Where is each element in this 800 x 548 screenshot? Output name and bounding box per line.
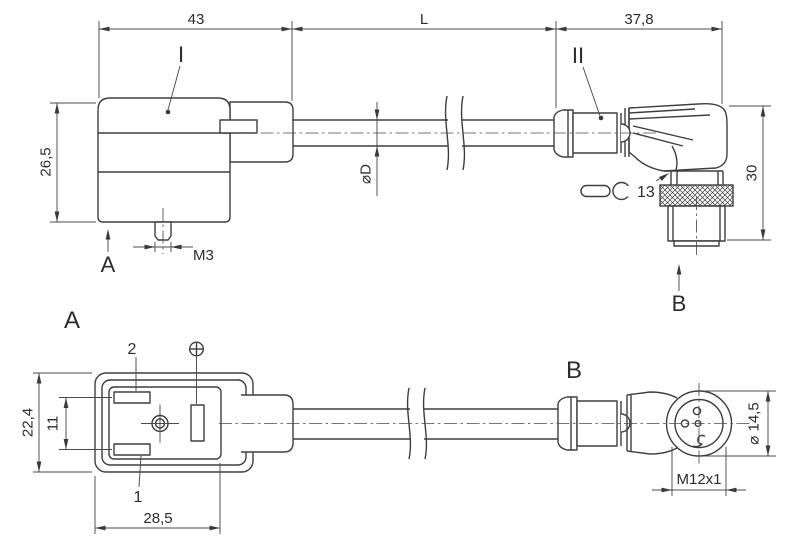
dim-stud-thread: M3 bbox=[133, 242, 214, 264]
svg-text:28,5: 28,5 bbox=[143, 510, 172, 527]
pin-label-2: 2 bbox=[128, 341, 137, 391]
m12-connector-side bbox=[553, 102, 734, 247]
dim-pin-spacing: 11 bbox=[45, 397, 112, 450]
valve-connector-front bbox=[94, 372, 294, 473]
dim-connector-height: 30 bbox=[727, 105, 771, 241]
svg-text:M12x1: M12x1 bbox=[676, 471, 721, 488]
dim-connector-length: 37,8 bbox=[624, 11, 653, 28]
svg-text:11: 11 bbox=[45, 416, 62, 432]
callout-valve: I bbox=[165, 42, 184, 115]
pin-slot-2 bbox=[113, 391, 151, 404]
wrench-icon bbox=[580, 184, 611, 198]
dim-diameter-b: ⌀ 14,5 bbox=[705, 390, 776, 457]
pin bbox=[692, 406, 702, 416]
keyway-notch bbox=[692, 434, 706, 448]
svg-text:26,5: 26,5 bbox=[38, 147, 55, 176]
svg-text:2: 2 bbox=[128, 341, 137, 358]
svg-text:M3: M3 bbox=[193, 247, 214, 264]
svg-text:⌀D: ⌀D bbox=[358, 164, 375, 184]
view-arrow-a: A bbox=[101, 229, 116, 277]
svg-text:30: 30 bbox=[744, 165, 761, 182]
valve-connector-side bbox=[97, 97, 294, 241]
screw-head-icon bbox=[188, 341, 204, 404]
dim-thread-b: M12x1 bbox=[652, 447, 746, 496]
dim-valve-width: 43 bbox=[188, 11, 205, 28]
svg-text:⌀ 14,5: ⌀ 14,5 bbox=[746, 402, 763, 444]
dim-cable-length: L bbox=[420, 11, 428, 28]
dim-height-a: 22,4 bbox=[20, 372, 92, 473]
latch-slot bbox=[219, 119, 258, 134]
side-view: 43 L 37,8 26,5 M3 ⌀D bbox=[38, 11, 771, 316]
view-a: A 2 1 bbox=[20, 307, 294, 534]
strain-relief bbox=[553, 109, 574, 158]
view-b-label: B bbox=[566, 357, 582, 384]
svg-text:1: 1 bbox=[134, 489, 143, 506]
wrench-size: 13 bbox=[637, 184, 655, 201]
svg-text:I: I bbox=[178, 42, 184, 67]
callout-connector: II bbox=[572, 43, 604, 121]
svg-text:II: II bbox=[572, 43, 584, 68]
view-a-label: A bbox=[64, 307, 80, 334]
angle-housing bbox=[628, 102, 728, 172]
dim-chain-top: 43 L 37,8 bbox=[98, 11, 723, 108]
view-b: B bbox=[219, 357, 776, 496]
view-arrow-b: B bbox=[672, 264, 687, 316]
dim-width-a: 28,5 bbox=[94, 463, 221, 534]
svg-text:A: A bbox=[101, 252, 116, 277]
pin-slot-earth bbox=[190, 404, 205, 442]
dim-valve-height: 26,5 bbox=[38, 102, 96, 223]
svg-text:B: B bbox=[672, 291, 687, 316]
wrench-callout: 13 bbox=[580, 171, 671, 201]
pin-slot-1 bbox=[113, 443, 151, 456]
pin-label-1: 1 bbox=[134, 455, 143, 506]
svg-text:22,4: 22,4 bbox=[20, 408, 37, 437]
dim-cable-diameter: ⌀D bbox=[358, 102, 380, 196]
